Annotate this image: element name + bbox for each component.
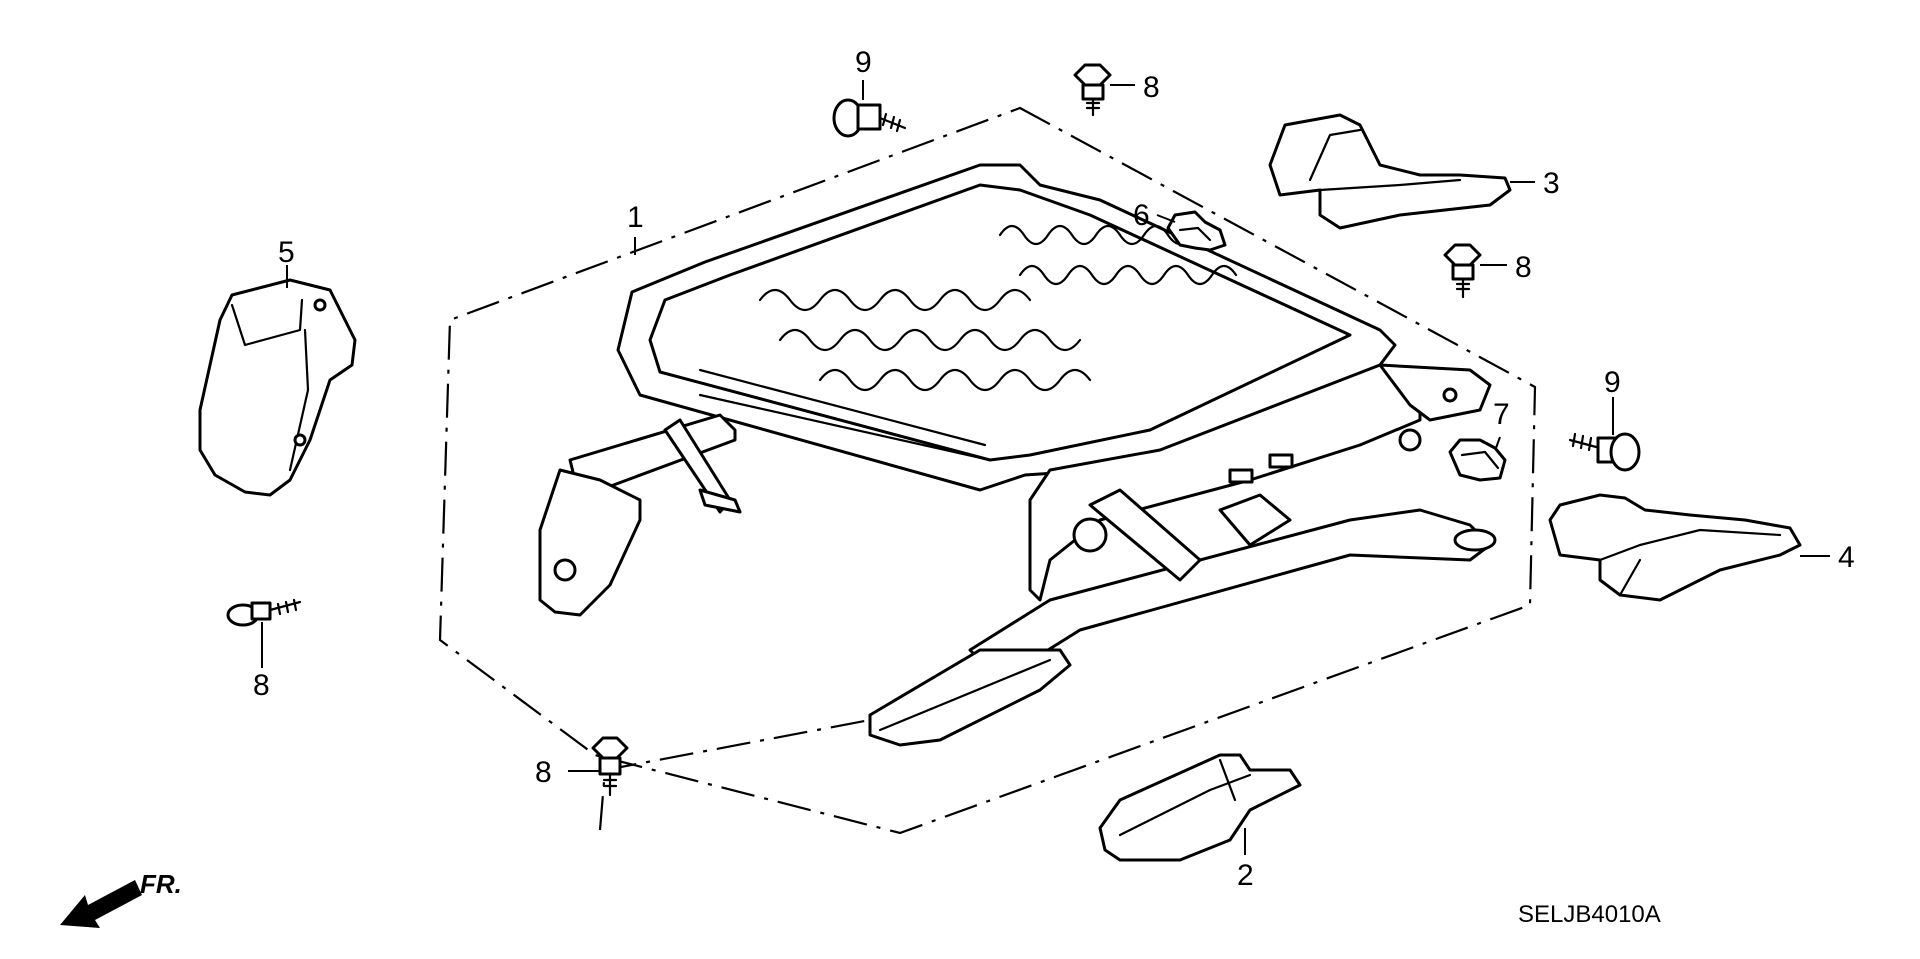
seat-frame-assembly [538, 163, 1497, 747]
front-direction-arrow [60, 880, 142, 928]
leader-lines [261, 80, 1830, 855]
callout-8-bottom: 8 [535, 756, 552, 789]
assembly-boundary [438, 106, 1537, 835]
callout-1: 1 [627, 201, 644, 234]
clip-6 [1166, 210, 1227, 252]
rear-outer-cover [1268, 113, 1512, 230]
callout-3: 3 [1543, 167, 1560, 200]
clip-7 [1448, 438, 1507, 482]
callout-9-top: 9 [855, 46, 872, 79]
rear-inner-cover [1548, 493, 1802, 602]
callout-9-right: 9 [1604, 366, 1621, 399]
bolt-8-right [1443, 243, 1482, 299]
front-rail-cover [1098, 753, 1302, 862]
callout-8-top: 8 [1143, 71, 1160, 104]
front-direction-label: FR. [140, 869, 182, 899]
callout-8-left: 8 [253, 669, 270, 702]
diagram-code: SELJB4010A [1518, 901, 1661, 928]
bolt-9-top [832, 98, 907, 138]
bolt-leader-dash [598, 718, 871, 831]
callout-4: 4 [1838, 541, 1855, 574]
bolt-8-top [1073, 63, 1112, 117]
bolt-9-right [1568, 432, 1641, 472]
callout-7: 7 [1493, 398, 1510, 431]
bolt-8-bottom [591, 736, 629, 797]
callout-6: 6 [1133, 199, 1150, 232]
callout-5: 5 [278, 236, 295, 269]
bolt-8-left [226, 598, 302, 627]
callout-2: 2 [1237, 859, 1254, 892]
side-cover [198, 278, 357, 497]
callout-8-right: 8 [1515, 251, 1532, 284]
